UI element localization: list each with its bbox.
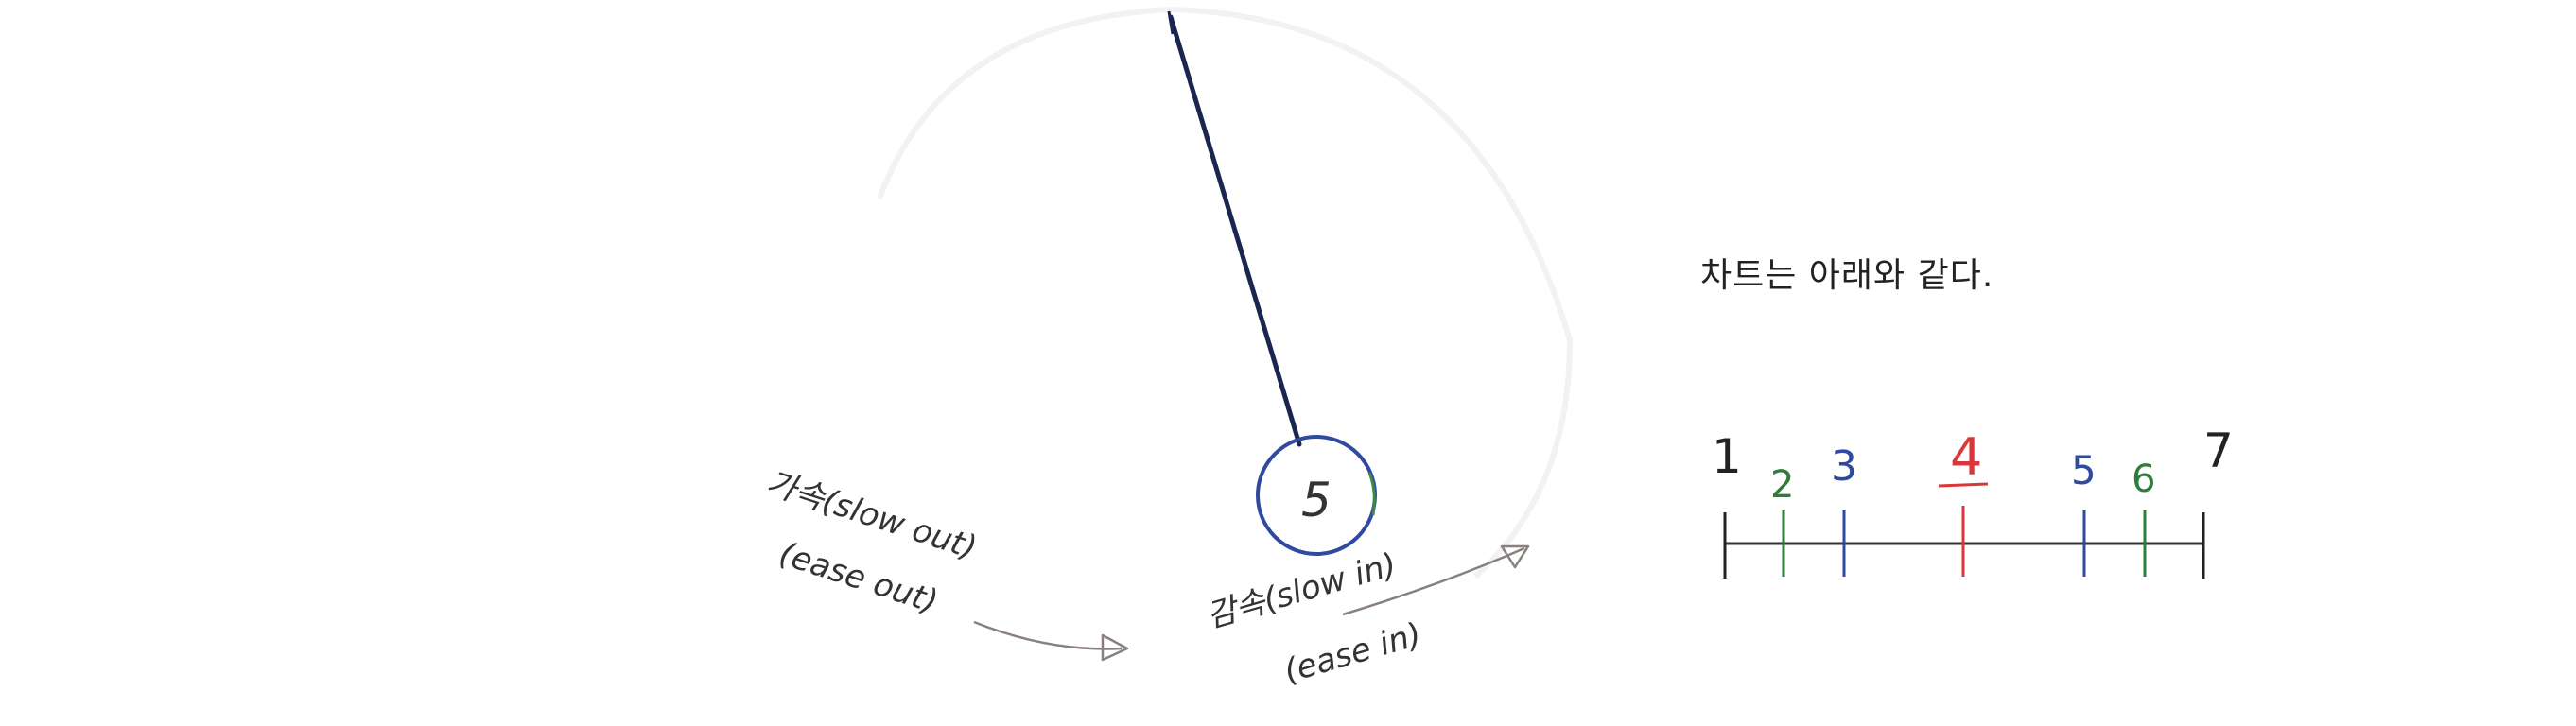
caption-text: 차트는 아래와 같다. bbox=[1700, 256, 1994, 295]
arrow-ease-in-head bbox=[1500, 544, 1530, 569]
arrow-ease-in bbox=[1342, 546, 1525, 616]
arrow-ease-out bbox=[973, 620, 1123, 650]
timing-label-6: 6 bbox=[2132, 458, 2155, 501]
timing-label-1: 1 bbox=[1712, 429, 1742, 484]
timing-label-4: 4 bbox=[1950, 427, 1982, 487]
pendulum-bob-label: 5 bbox=[1301, 473, 1332, 527]
timing-label-7: 7 bbox=[2203, 424, 2234, 478]
timing-label-2: 2 bbox=[1770, 463, 1794, 507]
arrow-ease-out-head bbox=[1101, 633, 1129, 662]
annotation-ease-in-line1: 감속(slow in) bbox=[1202, 545, 1401, 635]
swing-arc bbox=[877, 6, 1574, 579]
timing-label-5: 5 bbox=[2071, 447, 2097, 493]
pendulum-rod bbox=[1168, 14, 1302, 447]
pendulum-pivot-mark bbox=[1167, 10, 1175, 35]
annotation-ease-in-line2: (ease in) bbox=[1279, 615, 1425, 690]
timing-label-3: 3 bbox=[1831, 442, 1857, 491]
timing-label-4-underline bbox=[1938, 482, 1989, 488]
pendulum-bob-highlight bbox=[1367, 472, 1376, 516]
